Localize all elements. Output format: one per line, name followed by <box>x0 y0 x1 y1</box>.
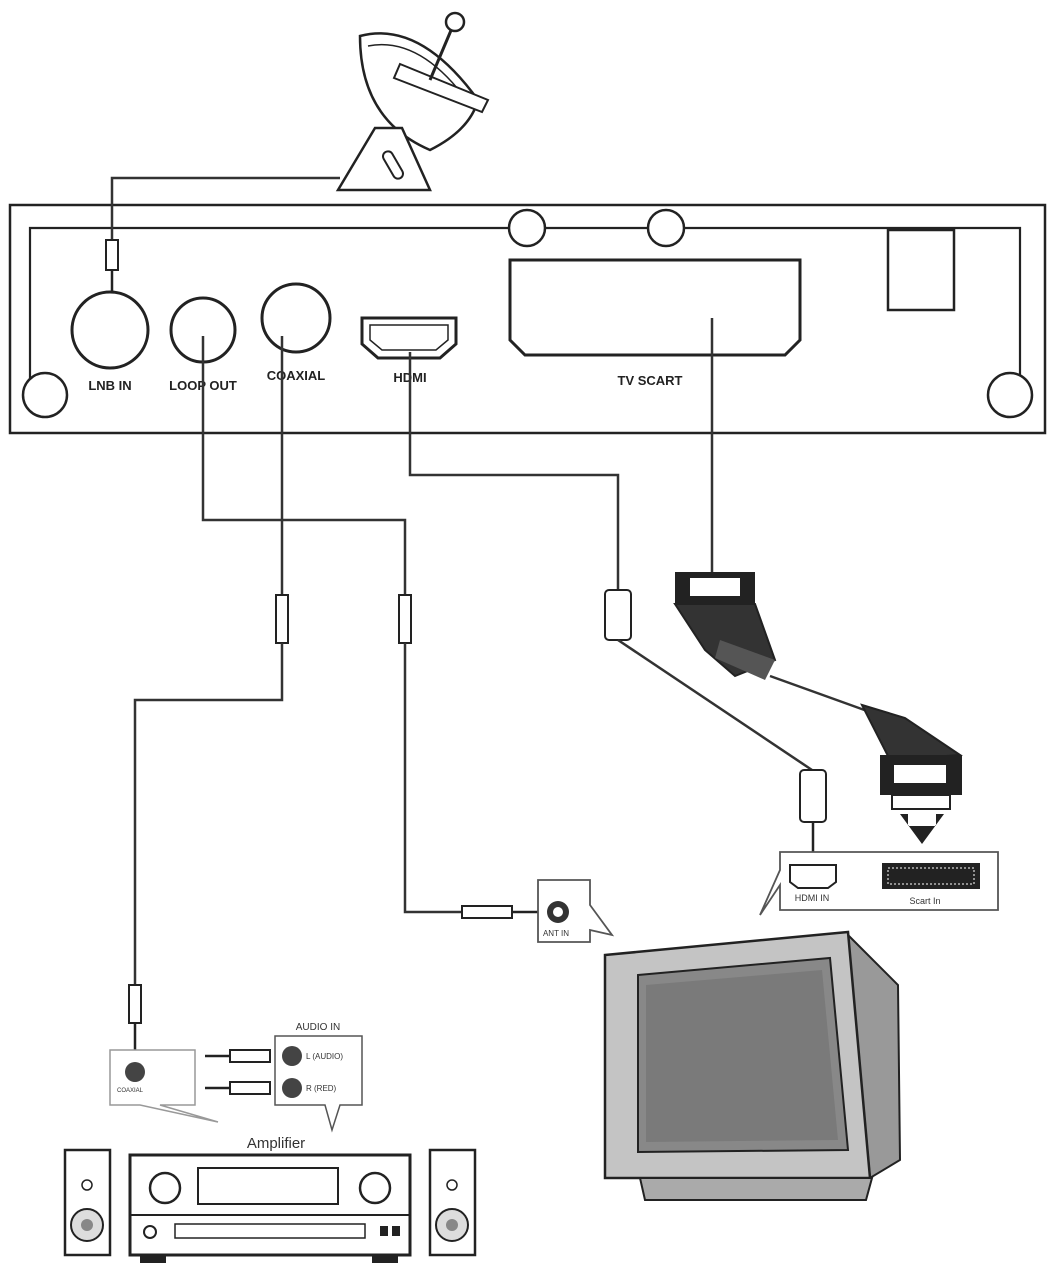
tv-ant-in-panel: ANT IN <box>537 879 615 943</box>
tv-scart-label: TV SCART <box>618 373 683 388</box>
hdmi-port <box>360 316 458 360</box>
coaxial-in-socket <box>125 1062 145 1082</box>
left-speaker-icon <box>63 1148 112 1257</box>
amplifier-title: Amplifier <box>247 1135 305 1152</box>
rf-plug-icon <box>398 594 412 644</box>
screw-icon <box>646 208 686 248</box>
tv-scart-in-port <box>882 863 980 889</box>
screw-icon <box>986 371 1034 419</box>
audio-r-label: R (RED) <box>306 1084 337 1093</box>
hdmi-plug-icon <box>604 589 632 641</box>
rf-plug-icon <box>461 905 513 919</box>
amplifier-icon: Amplifier <box>128 1135 412 1263</box>
tv-hdmi-in-label: HDMI IN <box>795 893 830 903</box>
tv-input-panel: HDMI IN Scart In <box>759 851 999 916</box>
hdmi-plug-icon <box>799 769 827 823</box>
amplifier-coaxial-panel: COAXIAL <box>109 1049 219 1123</box>
coaxial-port <box>260 282 332 354</box>
cables <box>105 176 963 1068</box>
audio-l-socket <box>282 1046 302 1066</box>
coaxial-label: COAXIAL <box>267 368 326 383</box>
scart-plug-icon <box>860 703 963 810</box>
tv-scart-port <box>508 258 802 357</box>
amplifier-audio-in-panel: AUDIO IN L (AUDIO) R (RED) <box>205 1022 363 1133</box>
lnb-in-label: LNB IN <box>88 378 131 393</box>
television-icon <box>603 930 902 1201</box>
lnb-in-port <box>70 290 150 370</box>
audio-r-socket <box>282 1078 302 1098</box>
arrow-down-icon <box>900 814 944 844</box>
coax-plug-icon <box>128 984 142 1024</box>
power-socket <box>886 228 956 312</box>
coax-plug-icon <box>275 594 289 644</box>
receiver-back-panel: LNB IN LOOP OUT COAXIAL HDMI TV SCART <box>8 203 1047 435</box>
f-connector-icon <box>105 239 119 271</box>
amp-coaxial-label: COAXIAL <box>117 1088 144 1094</box>
scart-plug-icon <box>673 572 777 680</box>
audio-in-label: AUDIO IN <box>296 1022 340 1033</box>
rca-plug-icon <box>229 1049 271 1063</box>
tv-hdmi-in-port <box>789 864 837 889</box>
screw-icon <box>507 208 547 248</box>
audio-l-label: L (AUDIO) <box>306 1052 343 1061</box>
tv-ant-in-label: ANT IN <box>543 929 569 938</box>
satellite-dish-icon <box>335 11 490 192</box>
screw-icon <box>21 371 69 419</box>
right-speaker-icon <box>428 1148 477 1257</box>
tv-scart-in-label: Scart In <box>909 896 940 906</box>
rca-plug-icon <box>229 1081 271 1095</box>
